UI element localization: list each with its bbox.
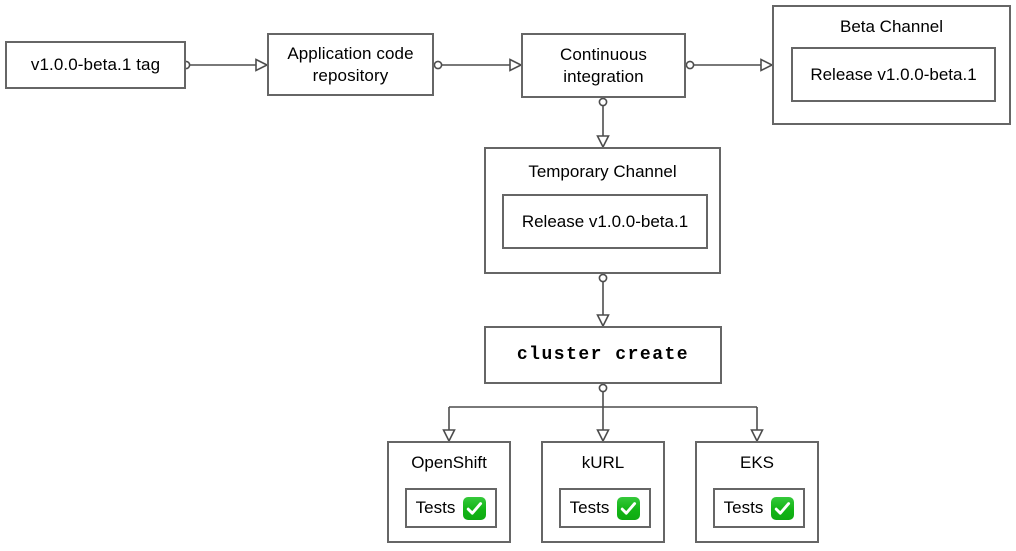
green-check-icon [771,496,795,520]
node-version-tag[interactable]: v1.0.0-beta.1 tag [5,41,186,89]
eks-tests-label: Tests [723,498,764,517]
edge-cluster-create-to-platforms [442,383,764,443]
node-continuous-integration[interactable]: Continuous integration [521,33,686,98]
container-temporary-channel[interactable]: Temporary Channel Release v1.0.0-beta.1 [484,147,721,274]
node-continuous-integration-label: Continuous integration [559,45,647,86]
eks-tests-box[interactable]: Tests [713,488,805,528]
green-check-icon [617,496,641,520]
container-beta-channel[interactable]: Beta Channel Release v1.0.0-beta.1 [772,5,1011,125]
edge-temporary-channel-to-cluster-create [596,273,610,328]
edge-repo-to-ci [433,58,523,72]
node-cluster-create-command[interactable]: cluster create [484,326,722,384]
kurl-tests-box[interactable]: Tests [559,488,651,528]
node-application-code-repository[interactable]: Application code repository [267,33,434,96]
openshift-tests-label: Tests [415,498,456,517]
edge-ci-to-beta-channel [685,58,774,72]
container-kurl[interactable]: kURL Tests [541,441,665,543]
edge-ci-to-temporary-channel [596,97,610,149]
beta-channel-release-box[interactable]: Release v1.0.0-beta.1 [791,47,996,102]
temporary-channel-release-box[interactable]: Release v1.0.0-beta.1 [502,194,708,249]
container-openshift-label: OpenShift [411,453,487,472]
container-kurl-label: kURL [581,453,625,472]
temporary-channel-release-label: Release v1.0.0-beta.1 [521,211,689,231]
container-eks-label: EKS [739,453,775,472]
container-openshift[interactable]: OpenShift Tests [387,441,511,543]
node-version-tag-label: v1.0.0-beta.1 tag [30,55,161,75]
beta-channel-release-label: Release v1.0.0-beta.1 [810,64,977,84]
openshift-tests-box[interactable]: Tests [405,488,497,528]
container-eks[interactable]: EKS Tests [695,441,819,543]
container-beta-channel-label: Beta Channel [839,17,944,36]
kurl-tests-label: Tests [569,498,610,517]
container-temporary-channel-label: Temporary Channel [528,162,677,181]
green-check-icon [463,496,487,520]
edge-tag-to-repo [181,58,269,72]
node-cluster-create-command-label: cluster create [516,344,690,365]
node-application-code-repository-label: Application code repository [287,44,414,85]
